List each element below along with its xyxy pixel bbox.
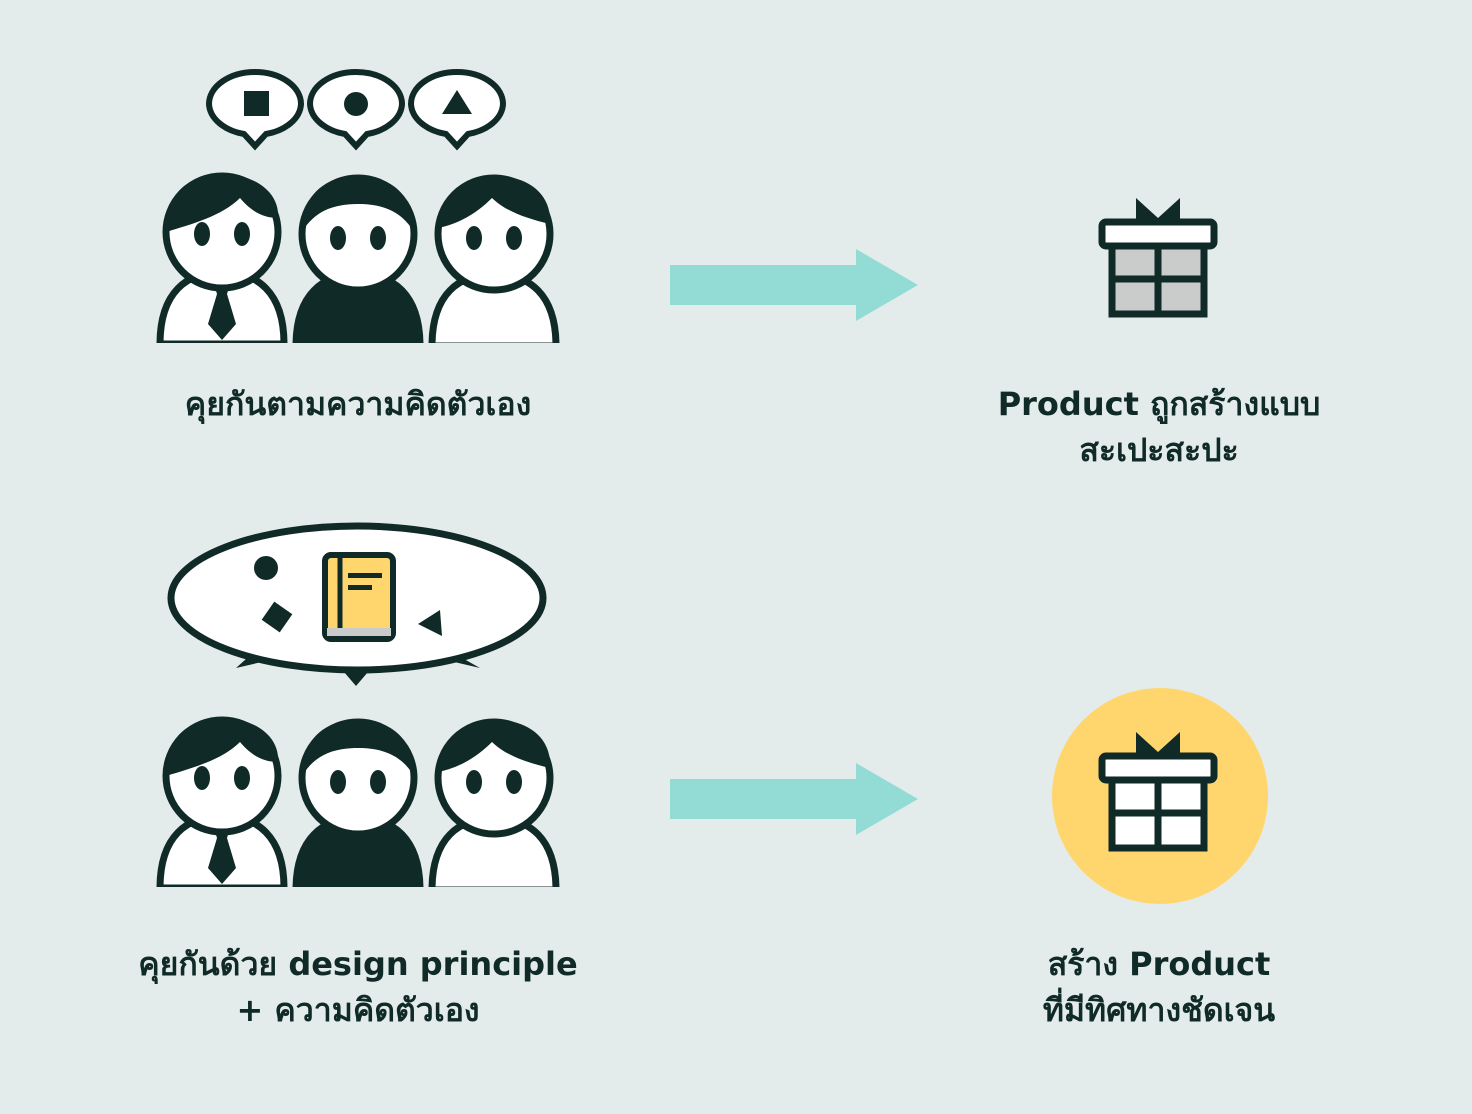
speech-bubble-circle (310, 72, 402, 146)
people-group-1 (160, 174, 556, 346)
circle-icon (344, 92, 368, 116)
gift-icon (1102, 198, 1214, 314)
book-icon (325, 555, 393, 639)
person-dark-shirt (296, 720, 420, 890)
speech-bubble-triangle (411, 72, 503, 146)
left-label-row-1: คุยกันตามความคิดตัวเอง (90, 381, 626, 427)
people-group-2 (160, 718, 556, 890)
person-plain (432, 720, 556, 890)
left-label-row-2: คุยกันด้วย design principle + ความคิดตัว… (70, 941, 646, 1033)
right-label-row-2-line-1: สร้าง Product (920, 941, 1398, 987)
speech-bubble-square (209, 72, 301, 146)
right-label-row-1-line-1: Product ถูกสร้างแบบ (920, 381, 1398, 427)
left-label-row-2-line-2: + ความคิดตัวเอง (70, 987, 646, 1033)
person-plain (432, 176, 556, 346)
person-dark-shirt (296, 176, 420, 346)
person-with-tie (160, 718, 284, 888)
right-label-row-1: Product ถูกสร้างแบบ สะเปะสะปะ (920, 381, 1398, 473)
left-label-row-1-line-1: คุยกันตามความคิดตัวเอง (90, 381, 626, 427)
square-icon (244, 91, 269, 116)
person-with-tie (160, 174, 284, 344)
arrow-right-2 (670, 763, 918, 835)
right-label-row-1-line-2: สะเปะสะปะ (920, 427, 1398, 473)
right-label-row-2-line-2: ที่มีทิศทางชัดเจน (920, 987, 1398, 1033)
left-label-row-2-line-1: คุยกันด้วย design principle (70, 941, 646, 987)
right-label-row-2: สร้าง Product ที่มีทิศทางชัดเจน (920, 941, 1398, 1033)
arrow-right-1 (670, 249, 918, 321)
shared-thought-bubble (171, 526, 543, 686)
circle-icon (254, 556, 278, 580)
